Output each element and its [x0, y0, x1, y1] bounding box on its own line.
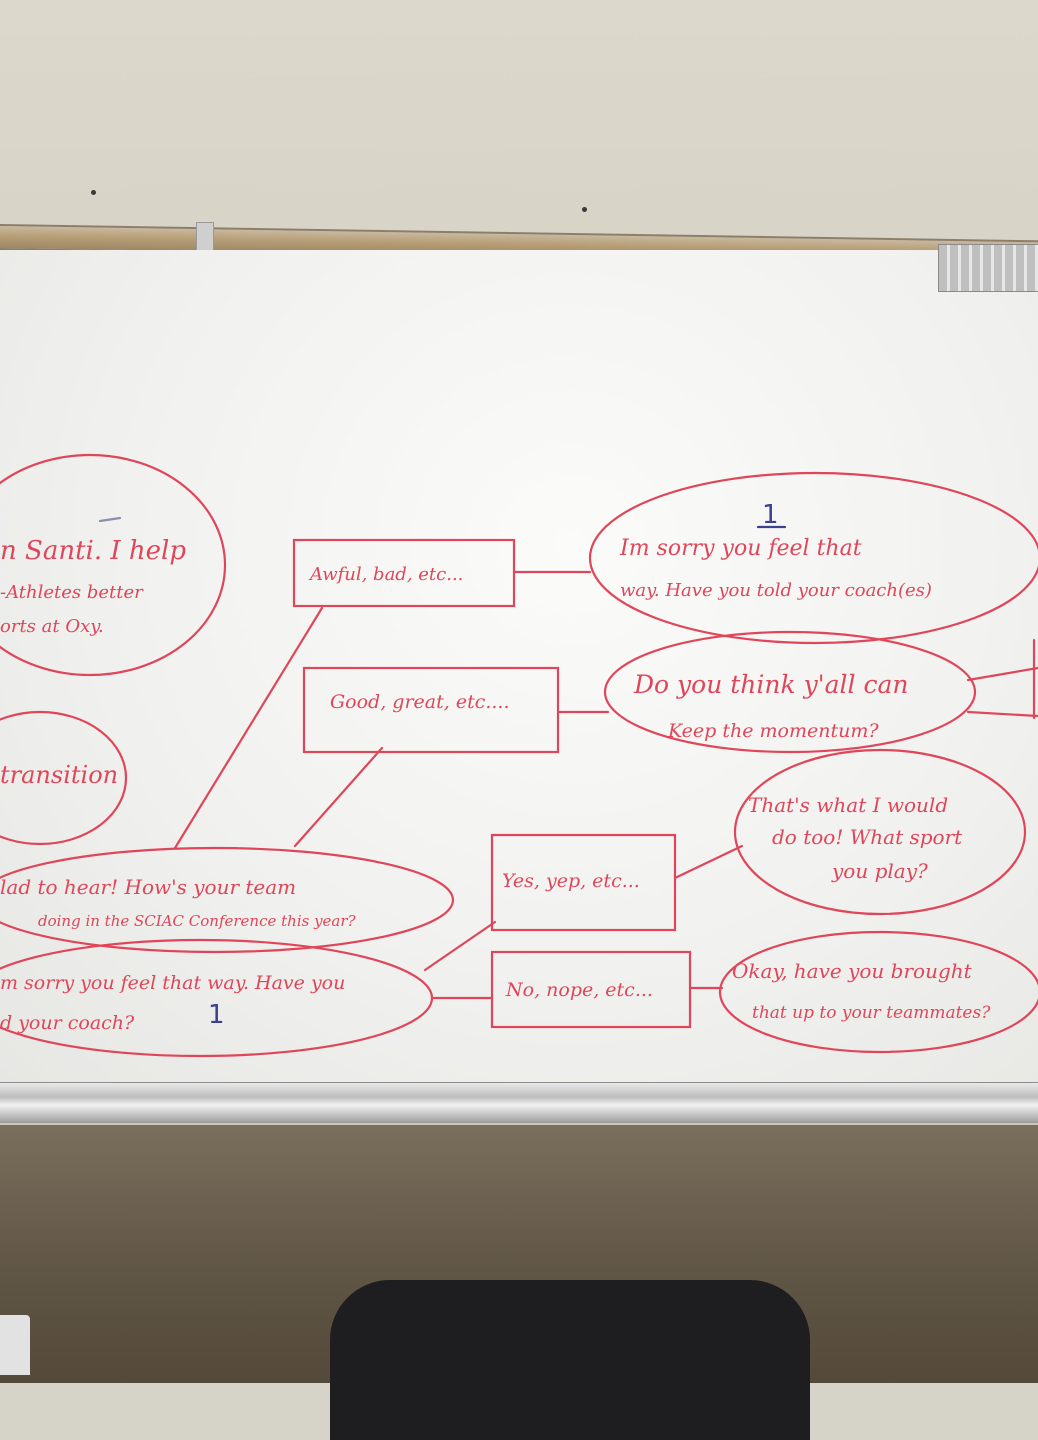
box-yes: [490, 833, 677, 932]
wall-screw-left: [91, 190, 96, 195]
badge-one-top: 1: [762, 500, 779, 530]
bubble-okay: [718, 930, 1038, 1054]
note-sorry-left-1: m sorry you feel that way. Have you: [0, 972, 346, 994]
bubble-intro: [0, 453, 227, 677]
marker-tray: [0, 1082, 1038, 1123]
note-momentum-2: Keep the momentum?: [668, 720, 879, 742]
note-glad-1: lad to hear! How's your team: [0, 875, 297, 899]
note-sorry-right-2: way. Have you told your coach(es): [620, 580, 932, 601]
bubble-glad: [0, 846, 455, 954]
note-intro-1: n Santi. I help: [0, 536, 186, 566]
corner-object: [0, 1315, 30, 1375]
dash-mark: [98, 516, 122, 523]
bubble-thats: [733, 748, 1027, 916]
note-good: Good, great, etc....: [330, 691, 510, 713]
wall-screw-right: [582, 207, 587, 212]
link-momentum-offright-top: [966, 666, 1038, 682]
badge-one-bottom: 1: [208, 1000, 225, 1030]
note-awful: Awful, bad, etc...: [310, 564, 464, 585]
note-thats-3: you play?: [832, 859, 928, 883]
note-okay-2: that up to your teammates?: [752, 1003, 991, 1023]
bubble-sorry-right: [588, 471, 1038, 645]
whiteboard-eraser: [938, 244, 1038, 292]
link-glad-good: [293, 746, 384, 848]
note-no: No, nope, etc...: [506, 979, 653, 1001]
bubble-momentum: [603, 630, 977, 754]
note-thats-1: That's what I would: [748, 793, 949, 817]
note-okay-1: Okay, have you brought: [732, 959, 972, 983]
note-sorry-left-2: d your coach?: [0, 1012, 135, 1034]
flowchart-ink: [0, 453, 1038, 1058]
link-glad-awful: [173, 606, 324, 850]
link-momentum-offright-bottom: [966, 710, 1038, 718]
note-intro-3: orts at Oxy.: [0, 616, 104, 637]
box-no: [490, 950, 692, 1029]
box-good: [302, 666, 560, 754]
bubble-transition: [0, 710, 128, 846]
note-sorry-right-1: Im sorry you feel that: [620, 536, 862, 561]
bubble-sorry-left: [0, 938, 434, 1058]
link-sorryleft-yes: [423, 920, 497, 972]
note-glad-2: doing in the SCIAC Conference this year?: [38, 912, 356, 930]
note-intro-2: -Athletes better: [0, 582, 143, 603]
link-yes-thats: [673, 844, 744, 880]
note-yes: Yes, yep, etc...: [502, 870, 640, 892]
note-transition: transition: [0, 761, 119, 789]
note-thats-2: do too! What sport: [772, 825, 963, 849]
note-momentum-1: Do you think y'all can: [634, 670, 909, 699]
